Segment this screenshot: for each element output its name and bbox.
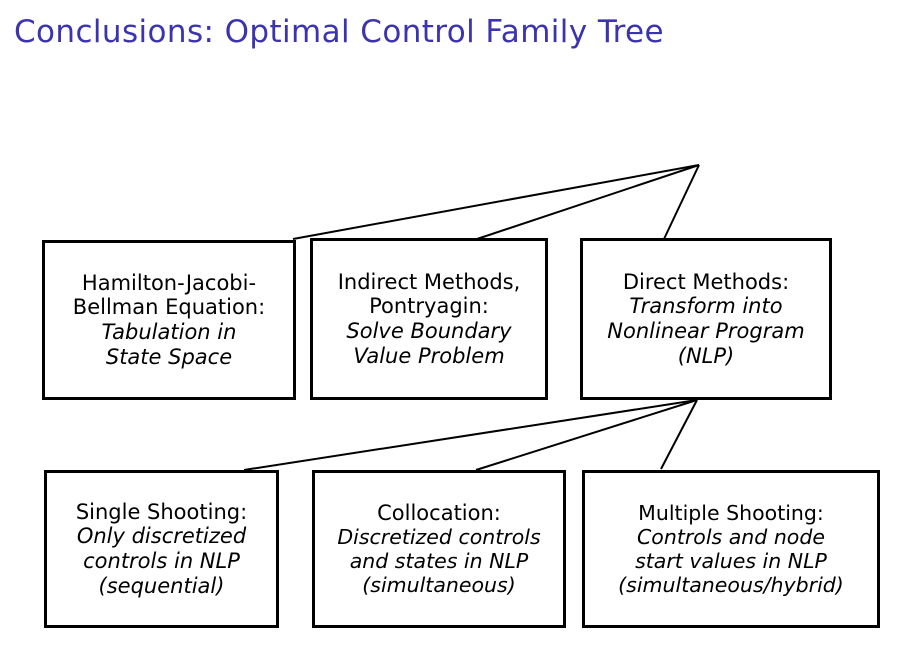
node-description: Tabulation in State Space (101, 320, 237, 369)
node-multiple-shooting[interactable]: Multiple Shooting: Controls and node sta… (582, 470, 880, 628)
node-description: Discretized controls and states in NLP (… (337, 525, 541, 598)
page-title: Conclusions: Optimal Control Family Tree (14, 14, 665, 50)
node-title: Direct Methods: (622, 269, 790, 294)
node-collocation[interactable]: Collocation: Discretized controls and st… (312, 470, 566, 628)
connector-direct-to-single-shooting (243, 399, 698, 471)
node-description: Only discretized controls in NLP (sequen… (76, 524, 247, 598)
connector-direct-to-multiple-shooting (660, 399, 698, 470)
node-indirect-methods[interactable]: Indirect Methods, Pontryagin: Solve Boun… (310, 238, 548, 400)
node-title: Hamilton-Jacobi- Bellman Equation: (72, 270, 266, 320)
node-description: Solve Boundary Value Problem (346, 319, 512, 368)
node-title: Single Shooting: (75, 499, 248, 524)
node-single-shooting[interactable]: Single Shooting: Only discretized contro… (44, 470, 279, 628)
node-title: Indirect Methods, Pontryagin: (337, 269, 521, 319)
node-title: Multiple Shooting: (638, 501, 824, 526)
connector-hjb-to-apex (292, 164, 700, 240)
connector-indirect-to-apex (473, 164, 700, 241)
connector-direct-to-apex (663, 164, 700, 240)
node-hamilton-jacobi-bellman[interactable]: Hamilton-Jacobi- Bellman Equation: Tabul… (42, 240, 296, 400)
node-description: Controls and node start values in NLP (s… (618, 525, 844, 597)
node-direct-methods[interactable]: Direct Methods: Transform into Nonlinear… (580, 238, 832, 400)
connector-direct-to-collocation (475, 399, 698, 471)
node-description: Transform into Nonlinear Program (NLP) (607, 294, 805, 368)
node-title: Collocation: (377, 500, 501, 525)
